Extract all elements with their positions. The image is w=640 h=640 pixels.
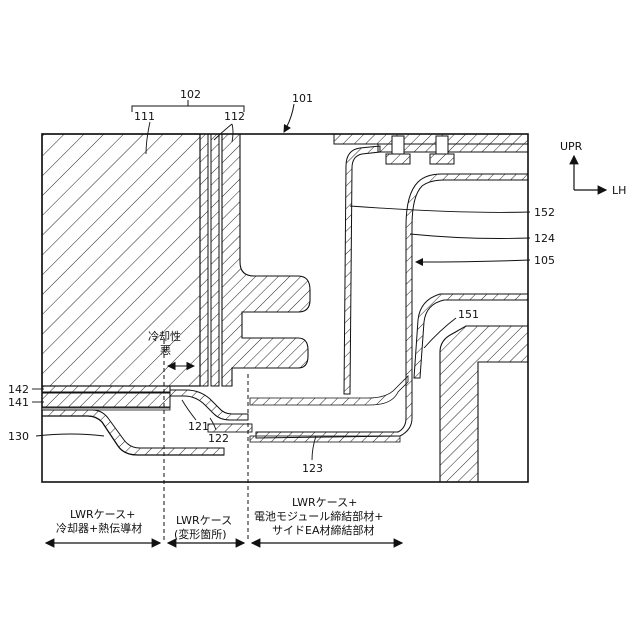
zone-left-line2: 冷却器+熱伝導材 (56, 521, 142, 535)
zone-right-line3: サイドEA材締結部材 (272, 523, 374, 537)
ref-123: 123 (302, 462, 323, 475)
leader-130 (36, 434, 104, 436)
ref-105: 105 (534, 254, 555, 267)
ref-152: 152 (534, 206, 555, 219)
case-121 (170, 390, 248, 420)
leader-105 (416, 260, 530, 262)
leader-112b (232, 124, 233, 142)
ref-122: 122 (208, 432, 229, 445)
zone-right-line1: LWRケース+ (292, 496, 357, 509)
case-122 (208, 424, 252, 432)
axis-label-right: LH (612, 184, 626, 197)
ref-102: 102 (180, 88, 201, 101)
ref-124: 124 (534, 232, 555, 245)
leader-124 (410, 234, 530, 239)
zone-left-line1: LWRケース+ (70, 508, 135, 521)
zone-mid-line2: (変形箇所) (174, 527, 227, 541)
leader-101 (284, 104, 294, 132)
leader-121 (182, 400, 196, 420)
ref-101: 101 (292, 92, 313, 105)
right-block (440, 326, 528, 482)
zone-mid-line1: LWRケース (176, 514, 232, 527)
ref-130: 130 (8, 430, 29, 443)
ref-142: 142 (8, 383, 29, 396)
ref-111: 111 (134, 110, 155, 123)
wall-152 (344, 146, 380, 394)
leader-152 (350, 206, 530, 212)
top-fastener-1 (334, 134, 528, 144)
plate-112b (211, 134, 219, 386)
ref-121: 121 (188, 420, 209, 433)
bolt-foot-2 (430, 154, 454, 164)
zone-right-line2: 電池モジュール締結部材+ (254, 509, 383, 523)
block-111 (42, 134, 200, 386)
bolt-1 (392, 136, 404, 154)
bolt-foot-1 (386, 154, 410, 164)
module-bracket (222, 134, 310, 386)
layer-141 (42, 393, 170, 407)
cooling-note-line1: 冷却性 (148, 329, 181, 343)
axis-label-up: UPR (560, 140, 583, 153)
layer-142 (42, 386, 170, 392)
ref-112: 112 (224, 110, 245, 123)
plate-123 (250, 376, 408, 405)
ref-141: 141 (8, 396, 29, 409)
cooling-note-line2: 悪 (160, 344, 171, 357)
ref-151: 151 (458, 308, 479, 321)
plate-112a (200, 134, 208, 386)
bolt-2 (436, 136, 448, 154)
